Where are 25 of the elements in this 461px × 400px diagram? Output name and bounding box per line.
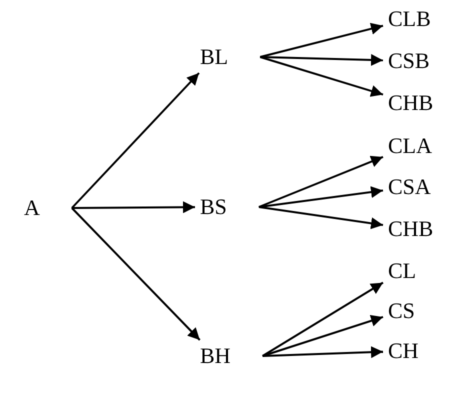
node-label: CLB: [386, 6, 433, 32]
arrow: [258, 186, 384, 208]
arrow: [72, 201, 195, 214]
arrow: [71, 207, 200, 341]
node-label: BH: [198, 343, 233, 369]
arrow: [258, 206, 384, 230]
arrow: [262, 346, 384, 358]
arrow: [258, 156, 384, 208]
node-label: CS: [386, 298, 417, 324]
node-label: CH: [386, 338, 421, 364]
node-label: CHB: [386, 216, 436, 242]
node-label: CL: [386, 258, 418, 284]
node-label: CLA: [386, 133, 434, 159]
node-label: BL: [198, 44, 230, 70]
arrow: [260, 54, 384, 66]
node-label: A: [22, 195, 42, 221]
arrow: [260, 56, 384, 97]
arrow: [262, 314, 384, 357]
arrow: [262, 282, 384, 357]
arrow: [260, 22, 384, 58]
node-label: CHB: [386, 90, 436, 116]
node-label: CSA: [386, 174, 433, 200]
node-label: CSB: [386, 48, 432, 74]
arrow: [71, 72, 200, 209]
node-label: BS: [198, 194, 229, 220]
